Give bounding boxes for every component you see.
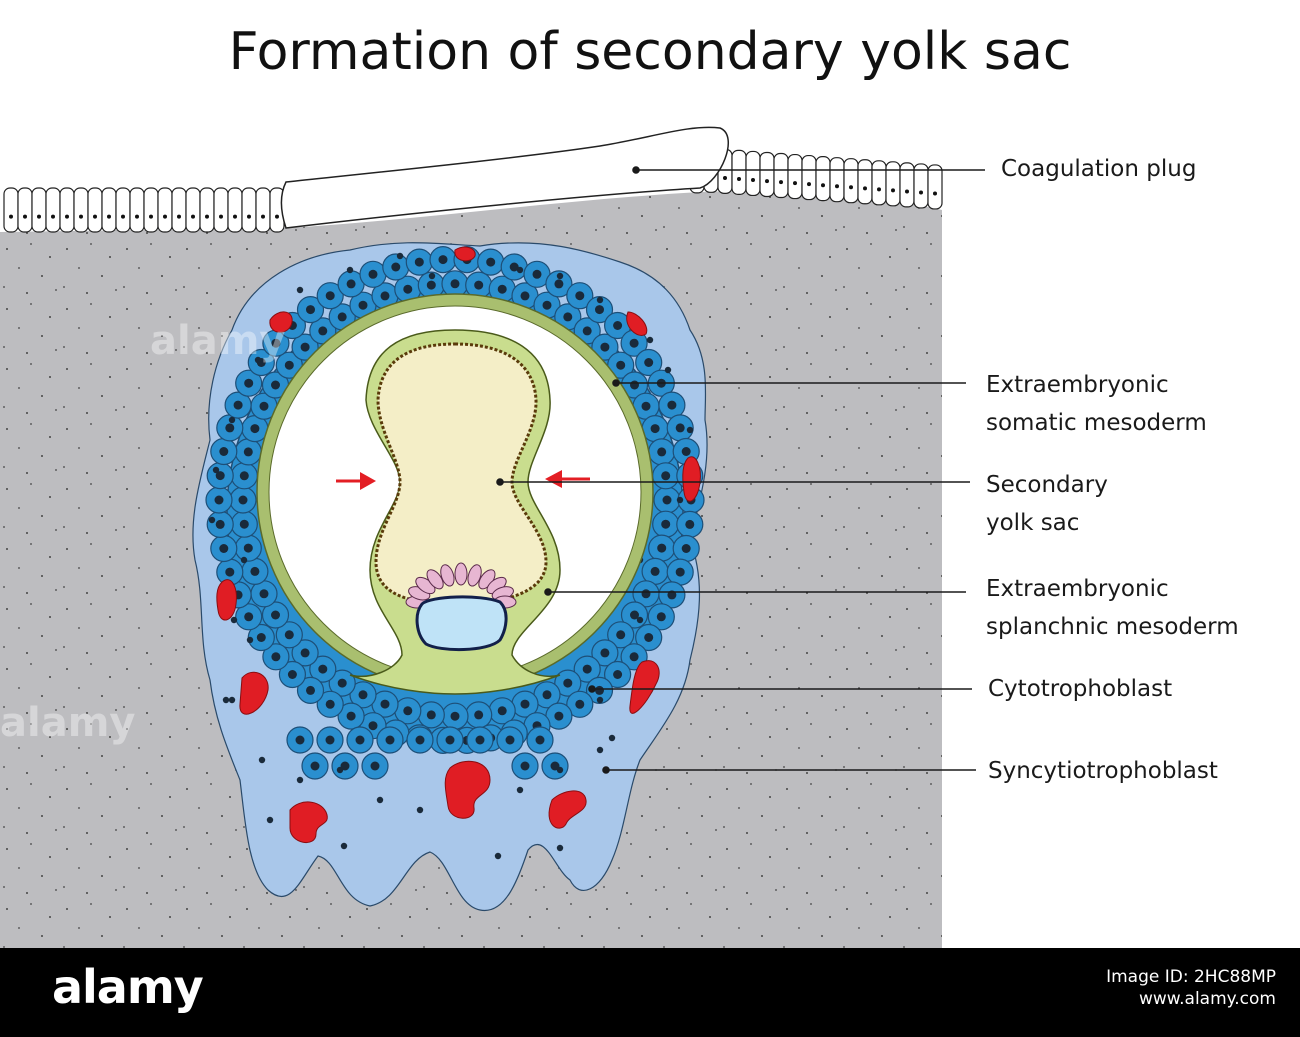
label-somatic-mesoderm-line1: Extraembryonic [986, 372, 1169, 398]
image-id-line1: Image ID: 2HC88MP [1106, 967, 1276, 987]
label-splanchnic-mesoderm-line2: splanchnic mesoderm [986, 614, 1239, 640]
label-secondary-yolk-sac-line1: Secondary [986, 472, 1108, 498]
diagram-title: Formation of secondary yolk sac [228, 22, 1072, 82]
label-cytotrophoblast: Cytotrophoblast [988, 676, 1173, 702]
label-somatic-mesoderm-line2: somatic mesoderm [986, 410, 1207, 436]
uterine-epithelium [3, 147, 943, 233]
epiblast-cells [405, 562, 517, 609]
image-id-line2: www.alamy.com [1138, 989, 1276, 1009]
label-syncytiotrophoblast: Syncytiotrophoblast [988, 758, 1218, 784]
coagulation-plug-shape [280, 126, 730, 229]
watermark: alamy [150, 318, 286, 364]
blood-lacunae [216, 246, 701, 843]
footer-bar: alamy Image ID: 2HC88MP www.alamy.com [0, 948, 1300, 1037]
diagram-canvas [0, 126, 985, 948]
secondary-yolk-sac-shape [374, 342, 548, 606]
amniotic-cavity [415, 595, 508, 652]
syncytiotrophoblast-nuclei [208, 252, 694, 860]
image-id: Image ID: 2HC88MP www.alamy.com [1106, 966, 1276, 1010]
brand-logo: alamy [52, 960, 204, 1014]
label-splanchnic-mesoderm-line1: Extraembryonic [986, 576, 1169, 602]
watermark: alamy [0, 700, 136, 746]
label-secondary-yolk-sac-line2: yolk sac [986, 510, 1080, 536]
constriction-arrows [336, 470, 590, 490]
label-coagulation-plug: Coagulation plug [1001, 156, 1197, 182]
